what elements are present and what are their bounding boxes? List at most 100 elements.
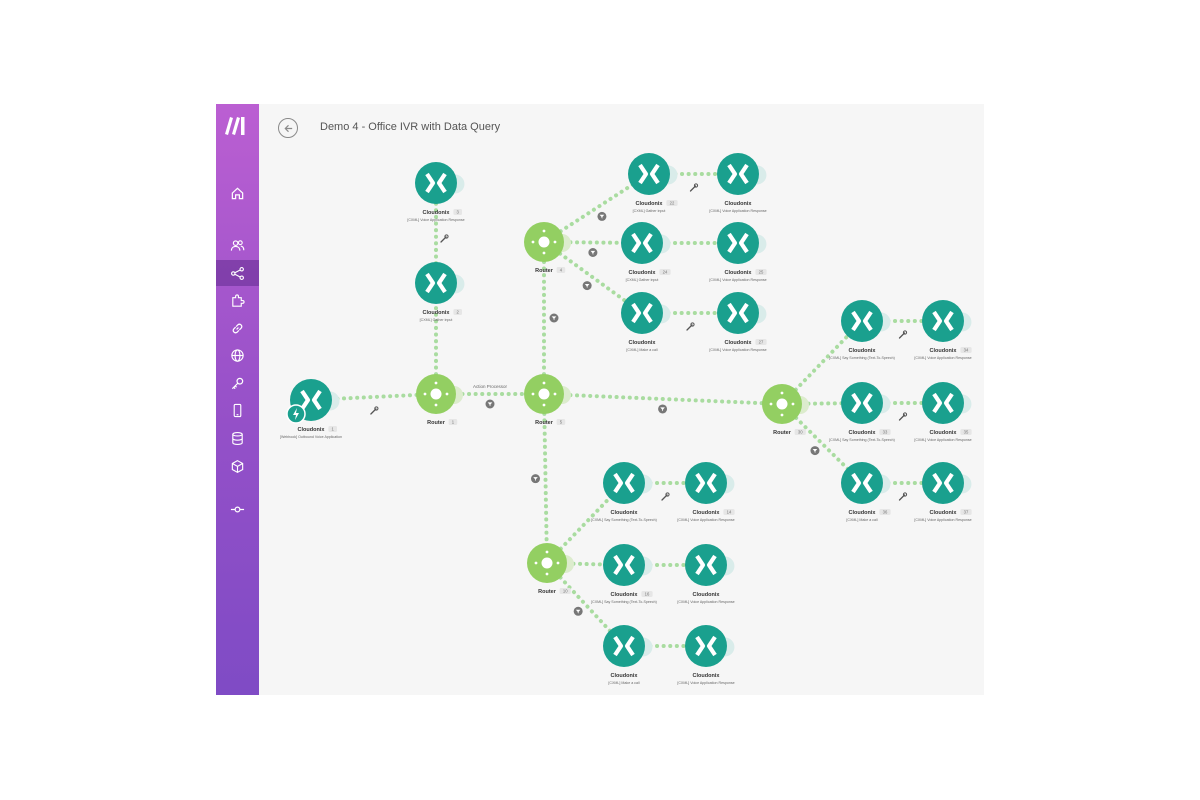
module-name: Router — [538, 589, 557, 595]
module-id-badge: 14 — [727, 510, 732, 515]
module-name: Cloudonix — [611, 510, 639, 516]
wrench-icon[interactable] — [898, 412, 908, 421]
module-node-a3[interactable]: Cloudonix [CXML] Make a call — [621, 292, 671, 352]
module-id-badge: 27 — [759, 340, 764, 345]
sidebar-item-home[interactable] — [216, 180, 259, 206]
connection-label: Action Processor — [473, 384, 508, 389]
module-name: Cloudonix — [725, 201, 753, 207]
module-action-label: [CXML] Gather input — [626, 278, 659, 282]
scenario-canvas[interactable]: Demo 4 - Office IVR with Data Query Acti… — [259, 104, 984, 695]
sidebar-item-devices[interactable] — [216, 397, 259, 423]
wrench-icon[interactable] — [898, 330, 908, 339]
sidebar-item-scenarios[interactable] — [216, 260, 259, 286]
connection-r3-r4[interactable] — [542, 392, 784, 414]
connection-r3-r2[interactable] — [542, 240, 559, 396]
connection-r3-r5[interactable] — [531, 392, 549, 565]
wrench-icon[interactable] — [686, 322, 695, 331]
module-node-c1[interactable]: Cloudonix[CXML] Say Something (Text-To-S… — [829, 300, 895, 360]
sidebar-item-connections[interactable] — [216, 315, 259, 341]
scenarios-icon — [231, 266, 244, 280]
module-action-label: [CXML] Voice Application Response — [709, 278, 766, 282]
cloudonix-logo-icon — [851, 392, 873, 414]
module-node-d2b[interactable]: Cloudonix[CXML] Voice Application Respon… — [677, 544, 735, 604]
module-action-label: [CXML] Say Something (Text-To-Speech) — [829, 356, 895, 360]
cloudonix-logo-icon — [727, 302, 749, 324]
sidebar-item-datastores[interactable] — [216, 425, 259, 451]
wrench-icon[interactable] — [661, 492, 670, 501]
module-node-d3b[interactable]: Cloudonix[CXML] Voice Application Respon… — [677, 625, 735, 685]
cloudonix-logo-icon — [300, 389, 322, 411]
module-action-label: [CXML] Make a call — [608, 681, 639, 685]
sidebar-item-team[interactable] — [216, 232, 259, 258]
module-id-badge: 16 — [645, 592, 650, 597]
wrench-icon[interactable] — [440, 234, 449, 243]
make-logo-icon[interactable] — [224, 114, 250, 136]
module-name: Router — [427, 420, 446, 426]
sidebar-item-templates[interactable] — [216, 287, 259, 313]
filter-icon[interactable] — [531, 474, 541, 484]
cloudonix-logo-icon — [695, 635, 717, 657]
sidebar-item-keys[interactable] — [216, 370, 259, 396]
module-name: Cloudonix — [930, 510, 958, 516]
module-id-badge: 10 — [563, 589, 568, 594]
cloudonix-logo-icon — [932, 472, 954, 494]
cloudonix-logo-icon — [638, 163, 660, 185]
wrench-icon[interactable] — [689, 183, 699, 192]
module-action-label: [CXML] Make a call — [626, 348, 657, 352]
module-action-label: [CXML] Say Something (Text-To-Speech) — [591, 600, 657, 604]
module-node-d1[interactable]: Cloudonix[CXML] Say Something (Text-To-S… — [591, 462, 657, 522]
module-name: Cloudonix — [629, 340, 657, 346]
back-button[interactable] — [278, 118, 298, 138]
connection-r2-a2[interactable] — [542, 240, 644, 257]
module-action-label: [CXML] Voice Application Response — [407, 218, 464, 222]
sidebar-item-webhooks[interactable] — [216, 342, 259, 368]
filter-icon[interactable] — [588, 247, 598, 257]
filter-icon[interactable] — [658, 404, 668, 414]
module-name: Cloudonix — [693, 673, 721, 679]
cloudonix-logo-icon — [695, 554, 717, 576]
connection-u1-u2[interactable] — [434, 181, 449, 285]
filter-icon[interactable] — [597, 211, 607, 221]
module-action-label: [CXML] Voice Application Response — [914, 438, 971, 442]
filter-icon[interactable] — [810, 446, 820, 456]
mobile-device-icon — [233, 403, 242, 417]
module-action-label: [CXML] Gather input — [633, 209, 666, 213]
wrench-icon[interactable] — [898, 492, 908, 501]
filter-icon[interactable] — [573, 606, 583, 616]
module-node-d3[interactable]: Cloudonix[CXML] Make a call — [603, 625, 653, 685]
router-icon — [534, 550, 560, 576]
module-id-badge: 34 — [964, 348, 969, 353]
wrench-icon[interactable] — [370, 406, 379, 415]
sidebar-item-flow-control[interactable] — [216, 496, 259, 522]
filter-icon[interactable] — [485, 399, 495, 409]
router-node-r5[interactable]: Router 10 — [527, 543, 574, 595]
module-name: Cloudonix — [725, 340, 753, 346]
module-id-badge: 5 — [560, 420, 563, 425]
sidebar-item-datastructures[interactable] — [216, 453, 259, 479]
filter-icon[interactable] — [582, 281, 592, 291]
module-name: Cloudonix — [693, 592, 721, 598]
module-id-badge: 3 — [457, 210, 460, 215]
module-node-a1b[interactable]: Cloudonix[CXML] Voice Application Respon… — [709, 153, 767, 213]
home-icon — [231, 187, 244, 199]
module-name: Cloudonix — [725, 270, 753, 276]
filter-icon[interactable] — [549, 313, 559, 323]
